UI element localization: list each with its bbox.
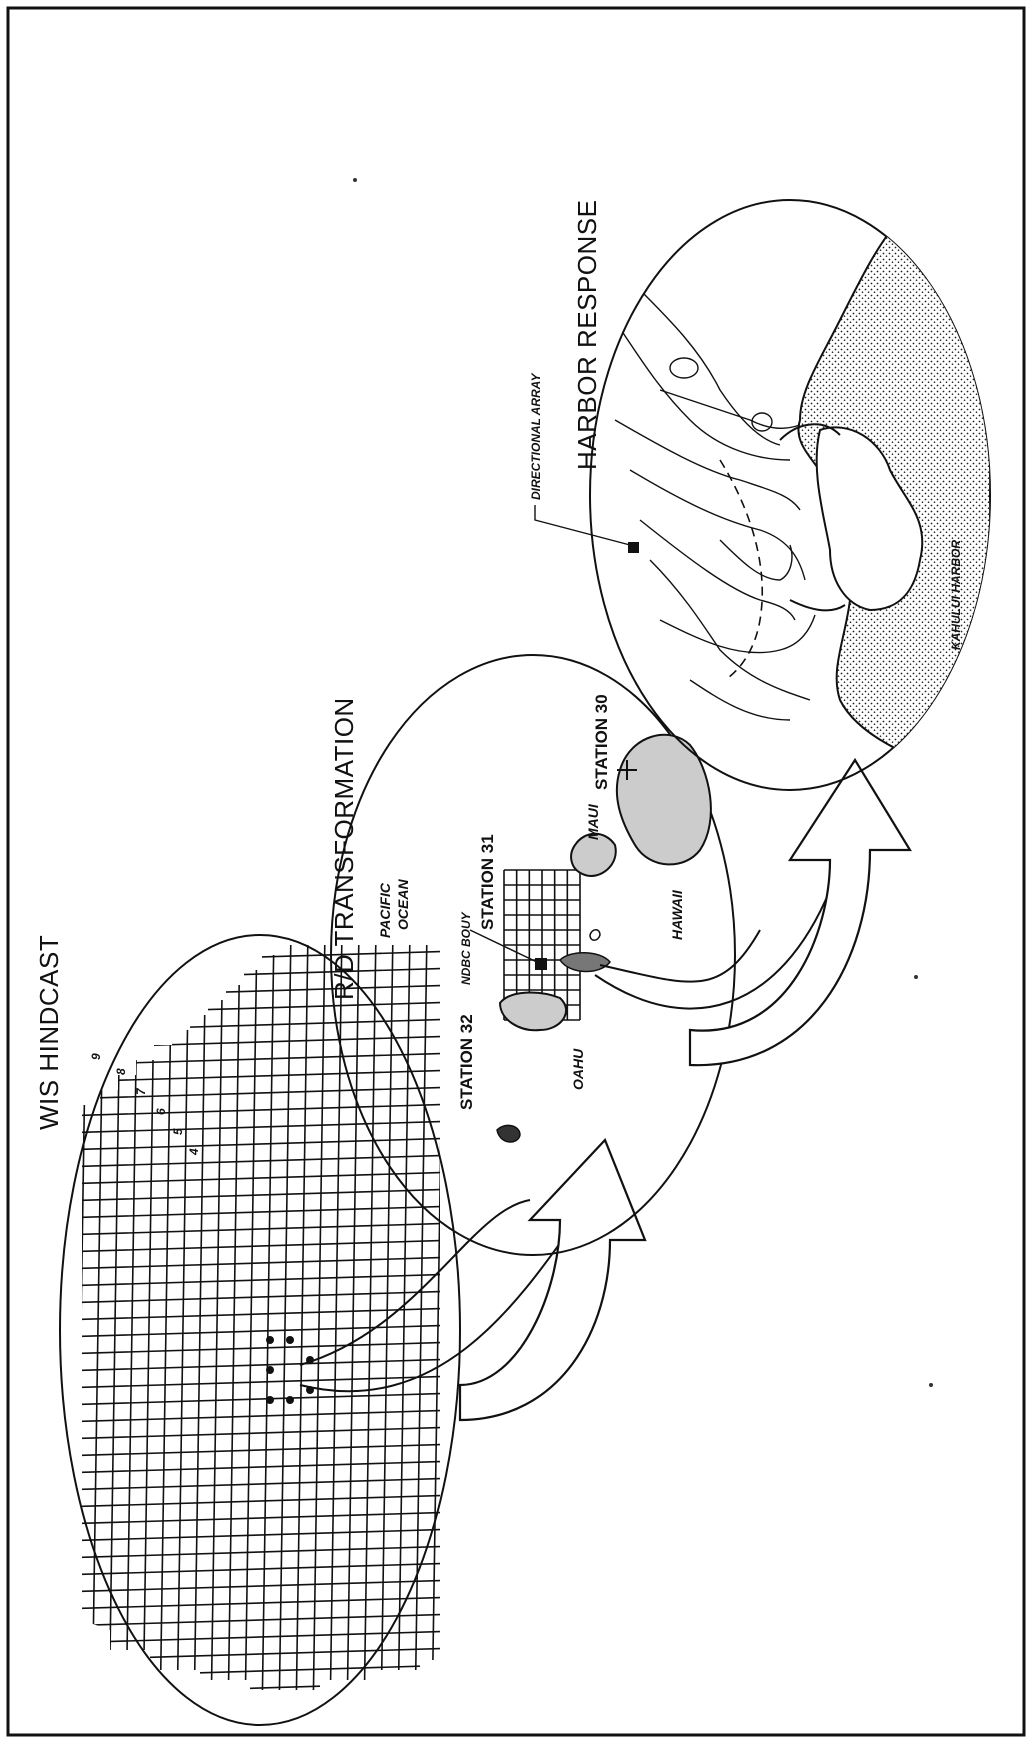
svg-text:8: 8 bbox=[114, 1068, 128, 1075]
station-32-label: STATION 32 bbox=[457, 1014, 476, 1110]
wis-grid-line bbox=[60, 1138, 460, 1150]
rd-transformation-panel: PACIFIC OCEAN NDBC BOUY STATION 31 STATI… bbox=[329, 655, 735, 1255]
wis-grid-line bbox=[126, 930, 138, 1720]
ndbc-buoy-label: NDBC BOUY bbox=[459, 911, 473, 985]
wis-grid-line bbox=[211, 930, 223, 1720]
wis-grid-line bbox=[60, 1682, 460, 1694]
wis-grid-line bbox=[60, 1121, 460, 1133]
ndbc-buoy-leader bbox=[470, 930, 541, 964]
wis-grid-line bbox=[60, 1291, 460, 1303]
wis-grid-line bbox=[228, 930, 240, 1720]
wis-grid-line bbox=[60, 1087, 460, 1099]
oahu-island bbox=[500, 993, 566, 1031]
maui-label: MAUI bbox=[585, 803, 601, 840]
wis-grid-line bbox=[60, 1053, 460, 1065]
wis-grid-line bbox=[60, 968, 460, 980]
wis-grid-line bbox=[364, 930, 376, 1720]
wis-grid-line bbox=[60, 1393, 460, 1405]
speck bbox=[914, 975, 918, 979]
station-31-label: STATION 31 bbox=[478, 834, 497, 930]
harbor-label: KAHULUI HARBOR bbox=[949, 540, 963, 650]
harbor-response-title: HARBOR RESPONSE bbox=[572, 200, 602, 470]
wis-grid-line bbox=[60, 1274, 460, 1286]
wis-grid-numbers: 9 8 7 6 5 4 bbox=[89, 1053, 201, 1156]
wis-hindcast-panel: 9 8 7 6 5 4 WIS HINDCAST bbox=[34, 930, 460, 1728]
wis-grid-line bbox=[60, 1257, 460, 1269]
contour-10 bbox=[660, 390, 800, 428]
wis-grid-line bbox=[60, 1699, 460, 1711]
wis-grid-line bbox=[60, 1648, 460, 1660]
wis-grid-line bbox=[60, 1512, 460, 1524]
oahu-label: OAHU bbox=[570, 1048, 586, 1090]
wis-hindcast-title: WIS HINDCAST bbox=[34, 935, 64, 1130]
contour-1 bbox=[640, 290, 780, 445]
wis-grid-line bbox=[60, 1461, 460, 1473]
lanai-island bbox=[590, 930, 600, 941]
wis-grid-line bbox=[347, 930, 359, 1720]
hawaii-label: HAWAII bbox=[669, 889, 685, 940]
contour-4 bbox=[630, 470, 805, 580]
wis-grid-line bbox=[60, 1189, 460, 1201]
svg-text:9: 9 bbox=[89, 1053, 103, 1060]
wis-grid-line bbox=[60, 1308, 460, 1320]
speck bbox=[929, 1383, 933, 1387]
directional-array-leader bbox=[535, 505, 630, 545]
breakwater-west bbox=[790, 600, 845, 610]
wis-grid-line bbox=[60, 1478, 460, 1490]
wis-grid-line bbox=[245, 930, 257, 1720]
wis-grid-line bbox=[60, 1223, 460, 1235]
wis-grid-line bbox=[60, 1376, 460, 1388]
wis-grid-line bbox=[60, 1240, 460, 1252]
wis-grid-line bbox=[60, 1325, 460, 1337]
svg-text:4: 4 bbox=[187, 1148, 201, 1156]
directional-array-marker bbox=[628, 542, 639, 553]
wis-grid-line bbox=[160, 930, 172, 1720]
station-30-label: STATION 30 bbox=[592, 694, 611, 790]
contour-6 bbox=[650, 560, 810, 700]
directional-array-label: DIRECTIONAL ARRAY bbox=[529, 373, 543, 500]
shoal-1 bbox=[670, 358, 698, 378]
hawaii-island bbox=[617, 735, 711, 865]
wis-grid-line bbox=[75, 930, 87, 1720]
wis-grid-line bbox=[60, 1002, 460, 1014]
wis-grid-line bbox=[415, 930, 427, 1720]
wis-grid-line bbox=[381, 930, 393, 1720]
arrow-wis-to-rd bbox=[460, 1140, 645, 1420]
contour-8 bbox=[690, 680, 790, 720]
dashed-boundary bbox=[720, 460, 762, 680]
wis-grid-line bbox=[60, 1104, 460, 1116]
contour-3 bbox=[615, 420, 800, 510]
wis-grid-line bbox=[60, 1155, 460, 1167]
wis-grid-line bbox=[60, 1495, 460, 1507]
wis-grid-line bbox=[60, 1342, 460, 1354]
wis-grid-line bbox=[60, 1716, 460, 1728]
wis-grid-line bbox=[143, 930, 155, 1720]
wis-grid-line bbox=[60, 1206, 460, 1218]
svg-text:5: 5 bbox=[171, 1128, 185, 1135]
speck bbox=[353, 178, 357, 182]
contour-7 bbox=[660, 615, 815, 653]
harbor-map bbox=[600, 220, 990, 780]
ocean-label-line2: OCEAN bbox=[395, 879, 411, 930]
wis-grid-line bbox=[60, 985, 460, 997]
wis-grid-line bbox=[60, 1019, 460, 1031]
wis-grid-line bbox=[177, 930, 189, 1720]
wis-grid-line bbox=[60, 1359, 460, 1371]
arrow-rd-to-harbor bbox=[690, 760, 910, 1065]
wis-grid-line bbox=[92, 930, 104, 1720]
wis-grid-line bbox=[194, 930, 206, 1720]
svg-text:6: 6 bbox=[154, 1108, 168, 1115]
ocean-label-line1: PACIFIC bbox=[377, 882, 393, 938]
wis-grid-line bbox=[60, 1410, 460, 1422]
wis-grid-line bbox=[60, 1444, 460, 1456]
wis-grid-line bbox=[262, 930, 274, 1720]
kauai-island bbox=[497, 1125, 520, 1142]
wis-grid-line bbox=[60, 1665, 460, 1677]
rd-transformation-title: R/D TRANSFORMATION bbox=[329, 697, 359, 1000]
wis-grid-line bbox=[60, 1427, 460, 1439]
wis-grid-line bbox=[60, 951, 460, 963]
